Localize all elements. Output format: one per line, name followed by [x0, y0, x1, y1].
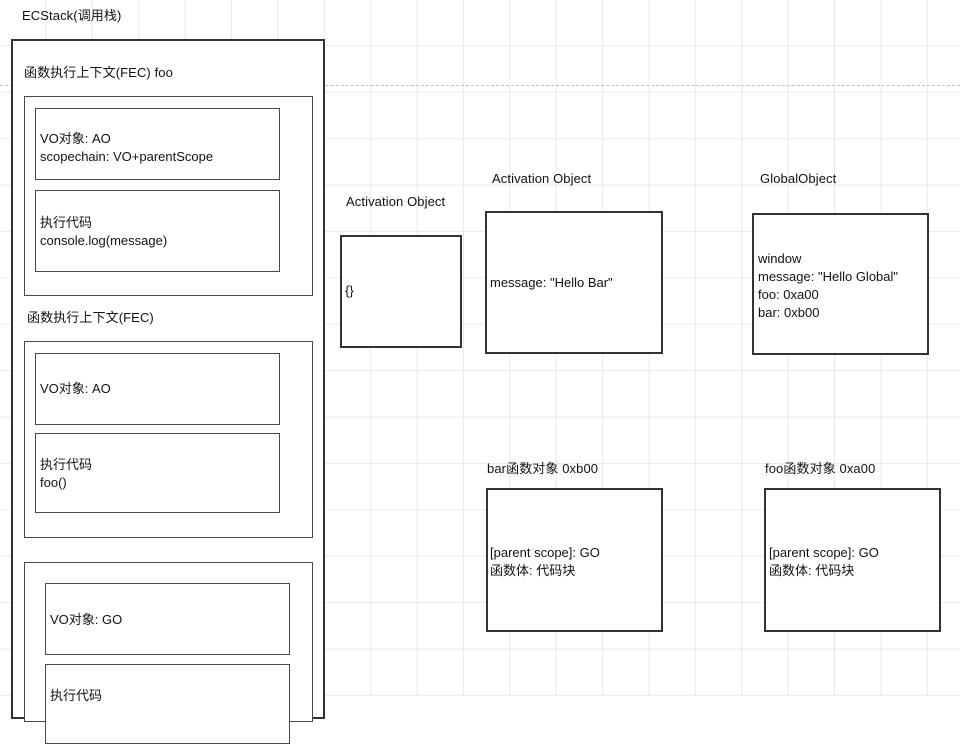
global-object-box	[752, 213, 929, 355]
bar-function-object-box	[486, 488, 663, 632]
fec-foo-code-text: 执行代码 console.log(message)	[40, 215, 168, 248]
fec-bar-vo-text: VO对象: AO	[40, 381, 111, 396]
activation-object-large-label: Activation Object	[492, 171, 592, 186]
ecstack-title: ECStack(调用栈)	[22, 8, 122, 23]
fec-foo-vo-box	[35, 108, 280, 180]
fec-bar-code-box	[35, 433, 280, 513]
fec-foo-vo-text: VO对象: AO scopechain: VO+parentScope	[40, 131, 214, 164]
gec-vo-box	[45, 583, 290, 655]
activation-object-large-box	[485, 211, 663, 354]
fec-foo-code-box	[35, 190, 280, 272]
global-object-label: GlobalObject	[760, 171, 837, 186]
fec-bar-code-text: 执行代码 foo()	[40, 457, 93, 490]
page-break-guide	[0, 85, 960, 86]
global-object-body: window message: "Hello Global" foo: 0xa0…	[758, 251, 899, 320]
activation-object-small-label: Activation Object	[346, 194, 446, 209]
activation-object-large-body: message: "Hello Bar"	[490, 275, 613, 290]
gec-code-text: 执行代码	[50, 688, 103, 703]
activation-object-small-body: {}	[345, 283, 354, 298]
bar-function-object-body: [parent scope]: GO 函数体: 代码块	[490, 545, 600, 578]
activation-object-small-box	[340, 235, 462, 348]
gec-vo-text: VO对象: GO	[50, 612, 123, 627]
fec-foo-label: 函数执行上下文(FEC) foo	[24, 65, 173, 80]
fec-bar-vo-box	[35, 353, 280, 425]
fec-bar-label: 函数执行上下文(FEC)	[27, 310, 154, 325]
foo-function-object-label: foo函数对象 0xa00	[765, 461, 876, 476]
foo-function-object-box	[764, 488, 941, 632]
bar-function-object-label: bar函数对象 0xb00	[487, 461, 599, 476]
foo-function-object-body: [parent scope]: GO 函数体: 代码块	[769, 545, 879, 578]
